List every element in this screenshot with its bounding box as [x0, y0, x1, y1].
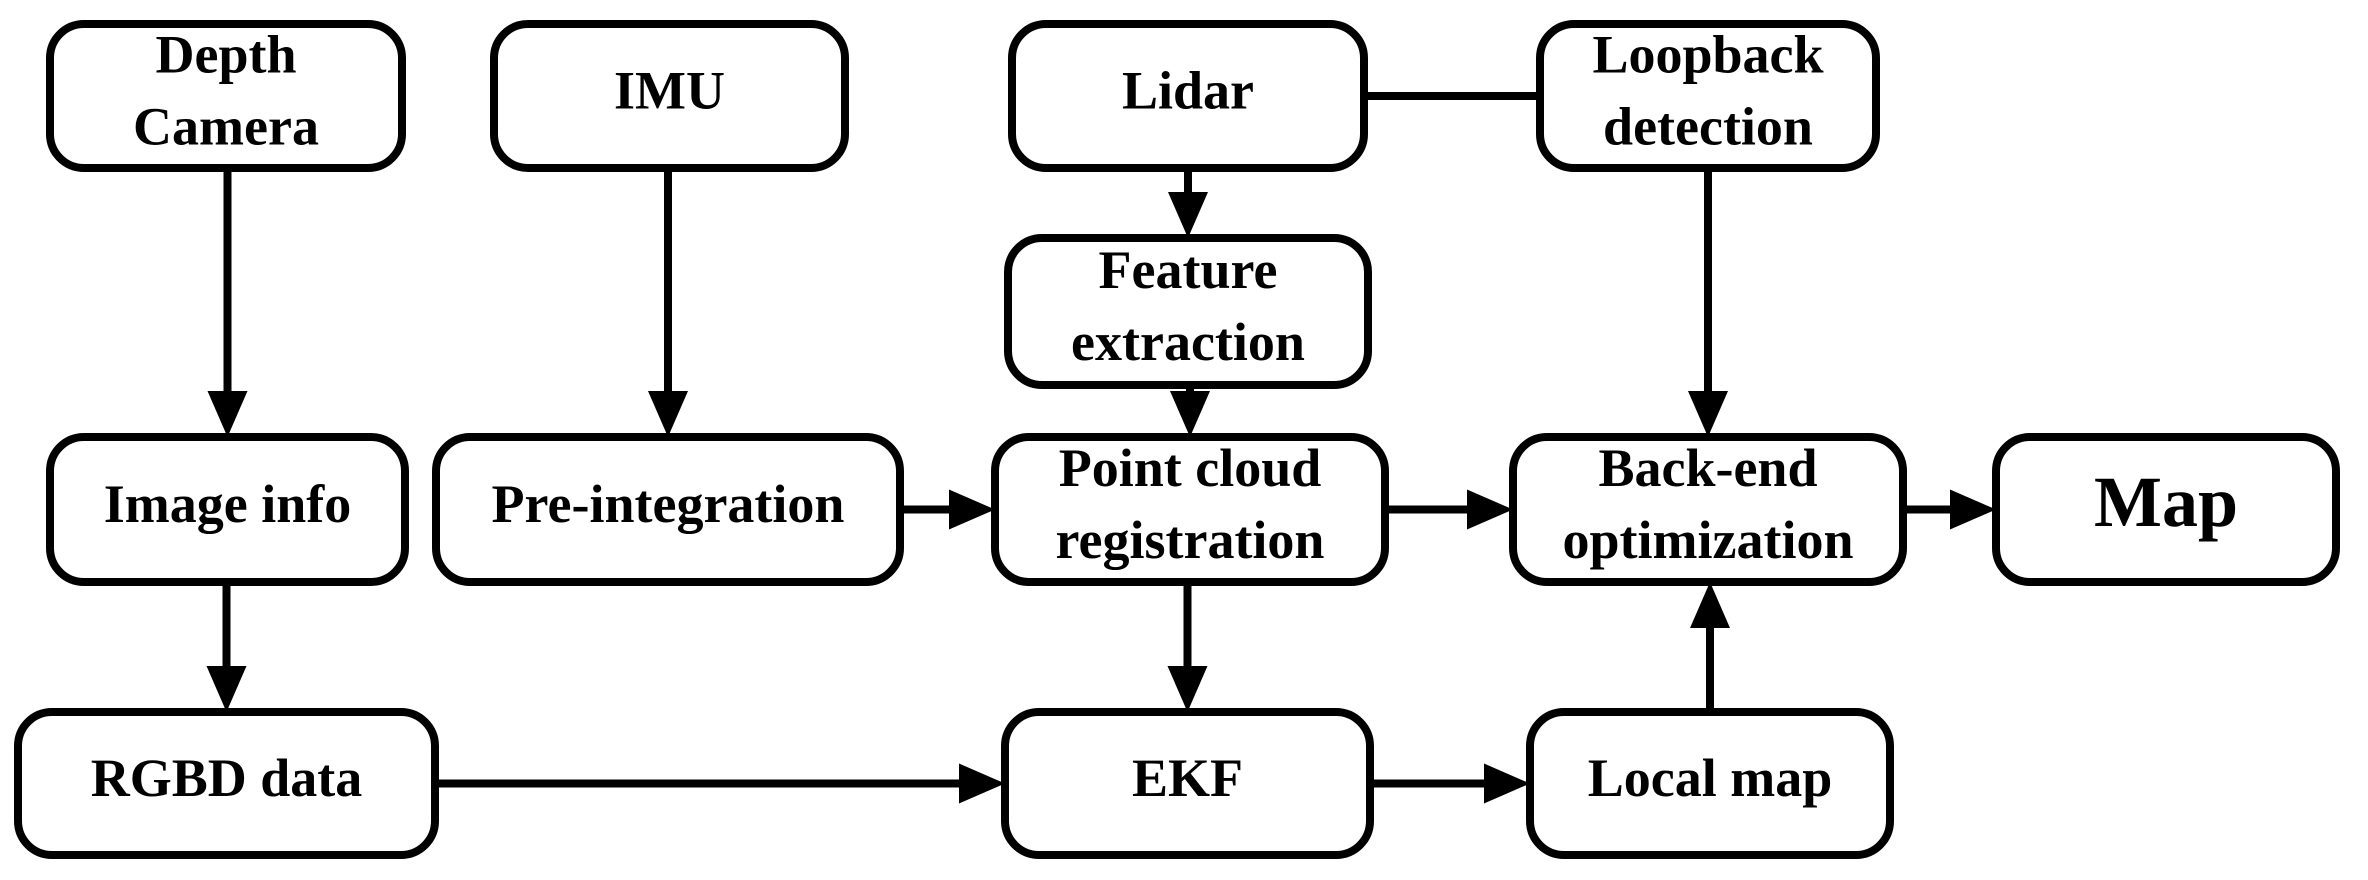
node-label-feature: extraction [1071, 312, 1305, 372]
node-label-pointcloud: Point cloud [1059, 438, 1322, 498]
node-image_info[interactable]: Image info [46, 433, 409, 586]
node-map[interactable]: Map [1992, 433, 2340, 586]
edge-e_rgbd_ekf [435, 763, 1005, 804]
edge-arrowhead [1170, 391, 1210, 437]
node-box-depth_camera [46, 20, 406, 172]
node-box-rgbd [14, 708, 439, 859]
edge-e_lidar_feature [1168, 168, 1208, 238]
edge-arrowhead [959, 763, 1005, 804]
node-label-lidar: Lidar [1122, 60, 1254, 120]
node-label-rgbd: RGBD data [91, 748, 363, 808]
node-label-backend: optimization [1563, 510, 1854, 570]
edge-e_local_backend [1690, 582, 1730, 712]
edge-e_pre_point [900, 489, 995, 530]
node-box-imu [490, 20, 849, 172]
node-local_map[interactable]: Local map [1526, 708, 1894, 859]
node-feature[interactable]: Feature extraction [1004, 234, 1372, 389]
edge-e_image_rgbd [206, 582, 247, 712]
edge-arrowhead [1167, 666, 1208, 712]
node-pointcloud[interactable]: Point cloud registration [991, 433, 1389, 586]
node-box-preintegration [432, 433, 904, 586]
node-box-pointcloud [991, 433, 1389, 586]
node-label-feature: Feature [1099, 240, 1278, 300]
node-box-loopback [1536, 20, 1880, 172]
node-label-backend: Back-end [1598, 438, 1817, 498]
edge-arrowhead [1484, 763, 1530, 804]
node-box-backend [1509, 433, 1907, 586]
node-box-feature [1004, 234, 1372, 389]
edge-e_loopback_backend [1688, 168, 1728, 437]
edge-arrowhead [206, 666, 247, 712]
node-box-local_map [1526, 708, 1894, 859]
node-label-map: Map [2094, 462, 2238, 542]
edge-arrowhead [1690, 582, 1730, 628]
node-backend[interactable]: Back-end optimization [1509, 433, 1907, 586]
node-label-preintegration: Pre-integration [492, 474, 845, 534]
edge-arrowhead [949, 489, 995, 530]
edge-arrowhead [1467, 489, 1513, 530]
node-imu[interactable]: IMU [490, 20, 849, 172]
node-label-depth_camera: Camera [133, 96, 319, 156]
node-box-ekf [1001, 708, 1374, 859]
edge-e_depth_image [207, 168, 248, 437]
node-label-pointcloud: registration [1056, 510, 1325, 570]
edge-e_point_backend [1385, 489, 1513, 530]
edge-arrowhead [1168, 192, 1208, 238]
node-loopback[interactable]: Loopback detection [1536, 20, 1880, 172]
node-label-loopback: detection [1603, 96, 1813, 156]
node-box-lidar [1008, 20, 1368, 172]
node-rgbd[interactable]: RGBD data [14, 708, 439, 859]
edge-arrowhead [648, 391, 688, 437]
node-box-image_info [46, 433, 409, 586]
edge-e_imu_pre [648, 168, 688, 437]
node-label-depth_camera: Depth [155, 24, 296, 84]
node-label-loopback: Loopback [1592, 24, 1823, 84]
node-label-local_map: Local map [1588, 748, 1833, 808]
node-label-imu: IMU [614, 60, 725, 120]
node-preintegration[interactable]: Pre-integration [432, 433, 904, 586]
node-box-map [1992, 433, 2340, 586]
node-label-ekf: EKF [1132, 748, 1243, 808]
edge-arrowhead [207, 391, 248, 437]
node-ekf[interactable]: EKF [1001, 708, 1374, 859]
edge-e_backend_map [1903, 489, 1996, 530]
node-lidar[interactable]: Lidar [1008, 20, 1368, 172]
edges-layer [206, 92, 1996, 804]
edge-e_point_ekf [1167, 582, 1208, 712]
edge-e_ekf_local [1370, 763, 1530, 804]
edge-e_feature_point [1170, 385, 1210, 437]
node-label-image_info: Image info [104, 474, 351, 534]
edge-arrowhead [1688, 391, 1728, 437]
edge-arrowhead [1950, 489, 1996, 530]
